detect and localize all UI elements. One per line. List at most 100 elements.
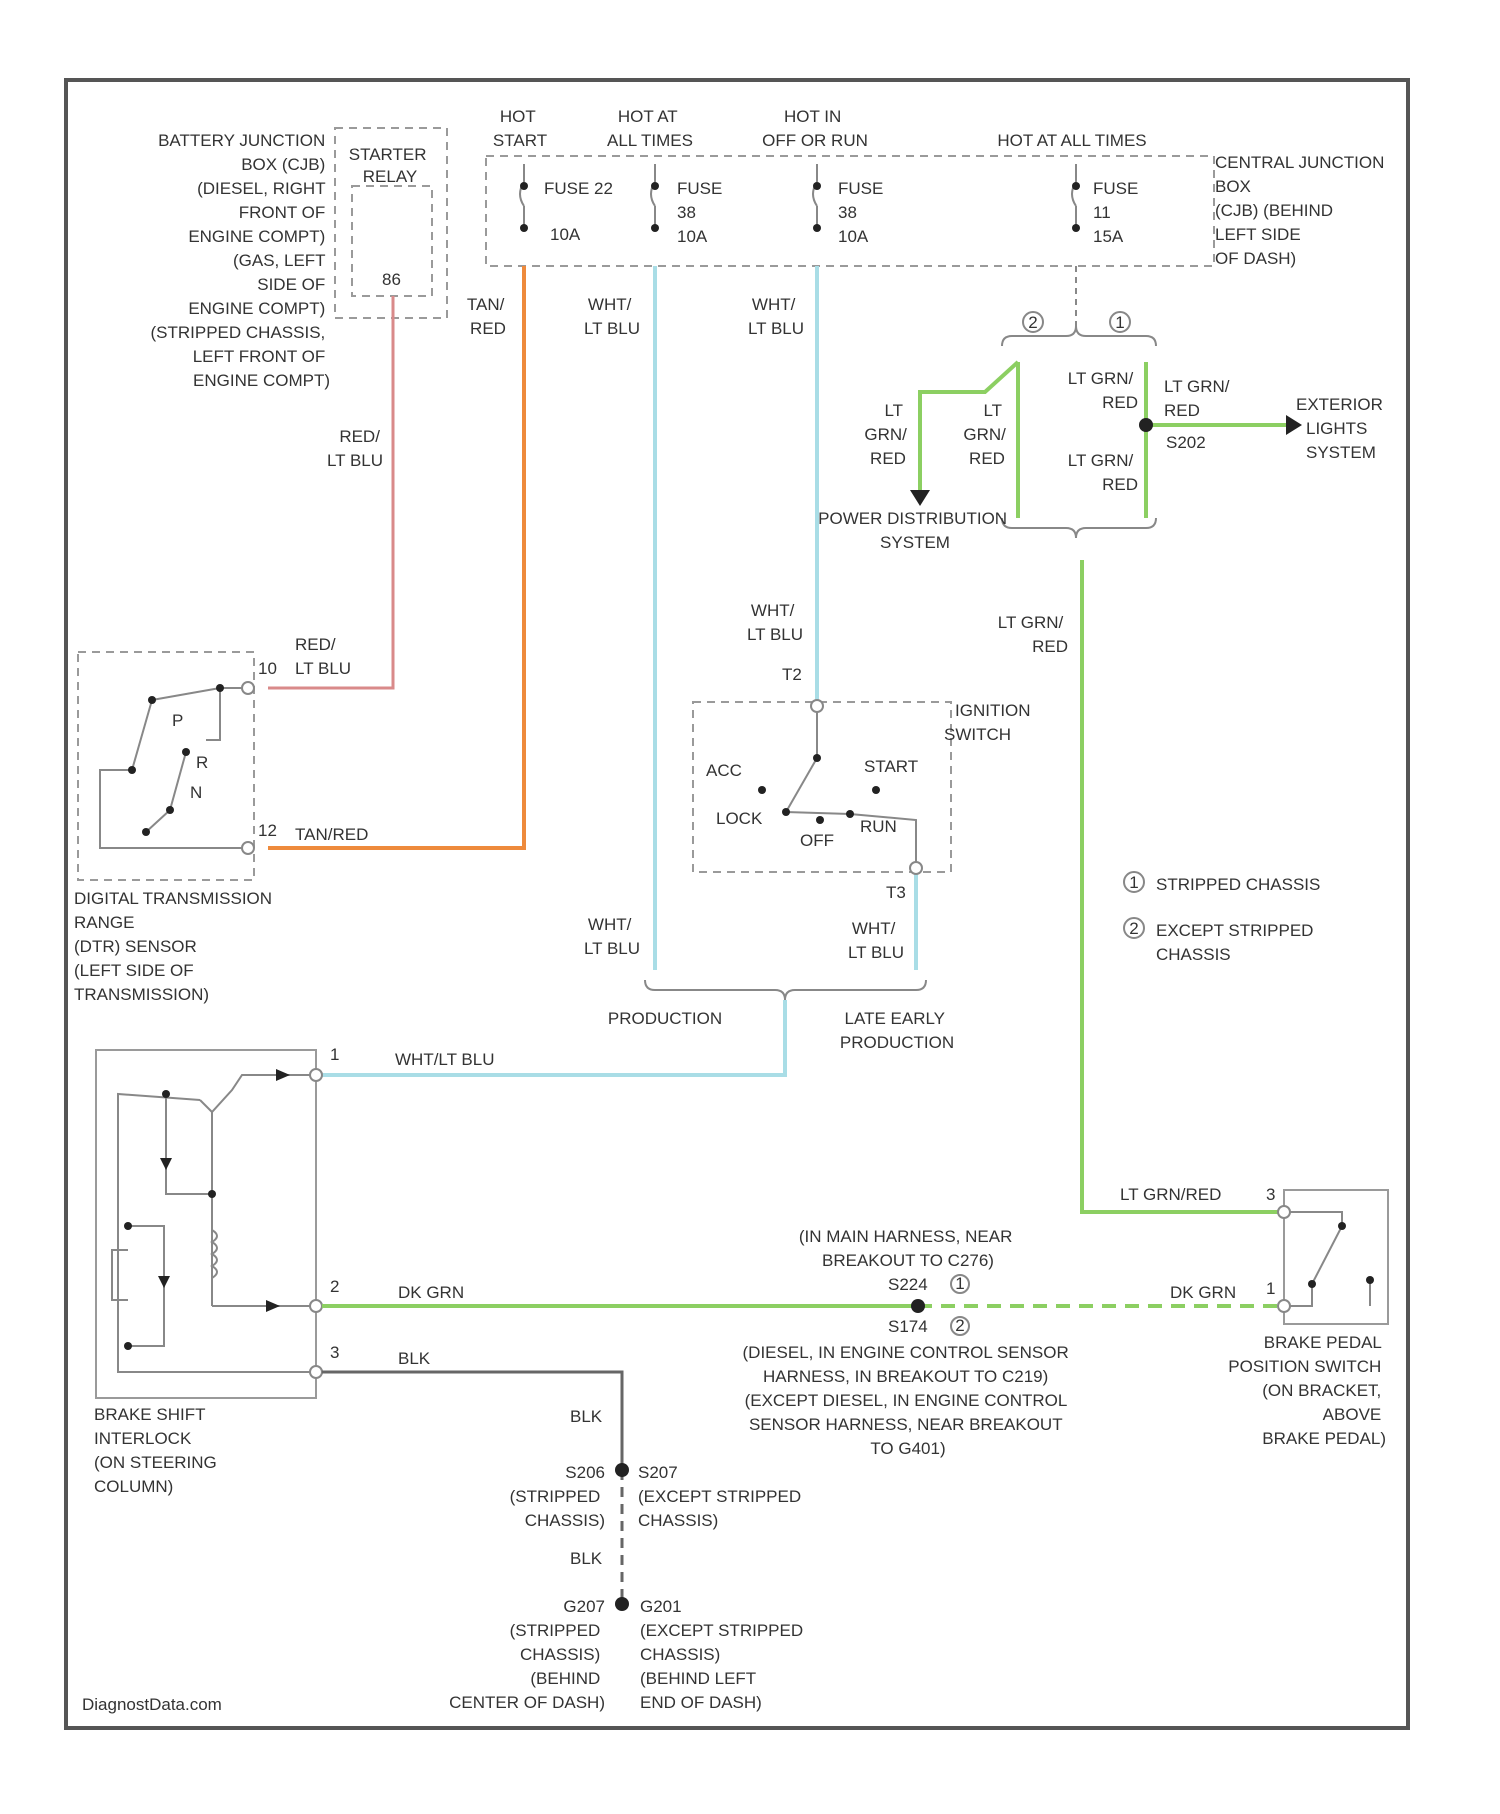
label-s202: S202: [1166, 433, 1206, 452]
ignition-switch-contacts: [758, 712, 916, 862]
label-wht-lt-blu-b: WHT/ LT BLU: [748, 295, 804, 338]
s206-note: (STRIPPED CHASSIS): [510, 1487, 605, 1530]
dtr-switch-contacts: P R N: [100, 684, 242, 848]
label-wht-lt-blu-c: WHT/ LT BLU: [747, 601, 803, 644]
ignition-pin-t3: [910, 862, 922, 874]
label-dk-grn-b: DK GRN: [1170, 1283, 1236, 1302]
ignition-lock-label: LOCK: [716, 809, 763, 828]
hot-at-all-times-label-1: HOT AT ALL TIMES: [607, 107, 693, 150]
label-lt-grn-red-3: LT GRN/ RED: [1068, 369, 1138, 412]
power-distribution-label: POWER DISTRIBUTION SYSTEM: [818, 509, 1012, 552]
dtr-pin-10-label: 10: [258, 659, 277, 678]
g201-note: (EXCEPT STRIPPED CHASSIS) (BEHIND LEFT E…: [640, 1621, 808, 1712]
label-lt-grn-red-4: LT GRN/ RED: [1068, 451, 1138, 494]
label-g201: G201: [640, 1597, 682, 1616]
starter-relay-label: STARTER RELAY: [349, 145, 432, 186]
interlock-pin-1-label: 1: [330, 1045, 339, 1064]
dtr-pin-10: [242, 682, 254, 694]
brake-pedal-pin-3-label: 3: [1266, 1185, 1275, 1204]
central-junction-box-label: CENTRAL JUNCTION BOX (CJB) (BEHIND LEFT …: [1215, 153, 1389, 268]
s174-note: (DIESEL, IN ENGINE CONTROL SENSOR HARNES…: [743, 1343, 1074, 1458]
s224-marker-label: 1: [955, 1274, 964, 1293]
exterior-lights-arrow: [1286, 415, 1302, 435]
ignition-pin-t2-label: T2: [782, 665, 802, 684]
ignition-switch-label: IGNITION SWITCH: [944, 701, 1035, 744]
production-brace: [645, 980, 926, 1000]
svg-text:N: N: [190, 783, 202, 802]
ground-g207-g201: [615, 1597, 629, 1611]
svg-text:10A: 10A: [677, 227, 708, 246]
fuse-38-a: FUSE 38 10A: [651, 164, 722, 246]
interlock-internal-circuit: [112, 1069, 310, 1372]
svg-text:FUSE: FUSE: [677, 179, 722, 198]
svg-text:38: 38: [838, 203, 857, 222]
svg-text:P: P: [172, 711, 183, 730]
svg-text:10A: 10A: [550, 225, 581, 244]
label-dk-grn-a: DK GRN: [398, 1283, 464, 1302]
interlock-pin-3-label: 3: [330, 1343, 339, 1362]
watermark: DiagnostData.com: [82, 1695, 222, 1714]
ignition-run-label: RUN: [860, 817, 897, 836]
svg-text:10A: 10A: [838, 227, 869, 246]
dtr-sensor-label: DIGITAL TRANSMISSION RANGE (DTR) SENSOR …: [74, 889, 277, 1004]
interlock-pin-2: [310, 1300, 322, 1312]
label-s206: S206: [565, 1463, 605, 1482]
label-g207: G207: [563, 1597, 605, 1616]
splice-s206-s207: [615, 1463, 629, 1477]
dtr-pin-12-label: 12: [258, 821, 277, 840]
g207-note: (STRIPPED CHASSIS) (BEHIND CENTER OF DAS…: [449, 1621, 605, 1712]
pds-brace: [1002, 518, 1156, 538]
late-early-production-label: LATE EARLY PRODUCTION: [840, 1009, 954, 1052]
dtr-pin-12: [242, 842, 254, 854]
label-red-lt-blu-a: RED/ LT BLU: [327, 427, 385, 470]
splice-s224-s174: [911, 1299, 925, 1313]
label-tan-red: TAN/ RED: [467, 295, 509, 338]
ignition-off-label: OFF: [800, 831, 834, 850]
svg-text:38: 38: [677, 203, 696, 222]
ignition-start-label: START: [864, 757, 918, 776]
svg-text:11: 11: [1093, 203, 1111, 222]
dtr-sensor-box: [78, 652, 254, 880]
label-lt-grn-red-6: LT GRN/ RED: [998, 613, 1068, 656]
interlock-pin-3: [310, 1366, 322, 1378]
brake-pedal-switch-contacts: [1290, 1212, 1374, 1306]
fuse-38-b: FUSE 38 10A: [813, 164, 883, 246]
label-wht-lt-blu-inline: WHT/LT BLU: [395, 1050, 495, 1069]
connector-marker-1-label: 1: [1115, 313, 1124, 332]
svg-text:FUSE: FUSE: [838, 179, 883, 198]
svg-text:1: 1: [1129, 873, 1138, 892]
label-blk-a: BLK: [398, 1349, 431, 1368]
relay-pin-86: 86: [382, 270, 401, 289]
ignition-acc-label: ACC: [706, 761, 742, 780]
svg-text:R: R: [196, 753, 208, 772]
label-wht-lt-blu-d: WHT/ LT BLU: [584, 915, 640, 958]
hot-in-off-or-run-label: HOT IN OFF OR RUN: [762, 107, 868, 150]
exterior-lights-label: EXTERIOR LIGHTS SYSTEM: [1296, 395, 1388, 462]
hot-at-all-times-label-2: HOT AT ALL TIMES: [997, 131, 1146, 150]
brake-pedal-switch-label: BRAKE PEDAL POSITION SWITCH (ON BRACKET,…: [1228, 1333, 1386, 1448]
interlock-pin-1: [310, 1069, 322, 1081]
fuse-22: FUSE 22 10A: [520, 164, 613, 244]
hot-start-label: HOT START: [493, 107, 547, 150]
brake-pedal-pin-1-label: 1: [1266, 1279, 1275, 1298]
s224-note: (IN MAIN HARNESS, NEAR BREAKOUT TO C276): [799, 1227, 1017, 1270]
label-s224: S224: [888, 1275, 928, 1294]
label-wht-lt-blu-e: WHT/ LT BLU: [848, 919, 904, 962]
label-red-lt-blu-b: RED/ LT BLU: [295, 635, 351, 678]
label-tan-red-inline: TAN/RED: [295, 825, 368, 844]
battery-junction-box-label: BATTERY JUNCTION BOX (CJB) (DIESEL, RIGH…: [151, 131, 331, 390]
legend-text-2: EXCEPT STRIPPED CHASSIS: [1156, 921, 1318, 964]
brake-pedal-pin-3: [1278, 1206, 1290, 1218]
legend: 1 STRIPPED CHASSIS 2 EXCEPT STRIPPED CHA…: [1124, 872, 1320, 964]
svg-text:FUSE 22: FUSE 22: [544, 179, 613, 198]
label-s174: S174: [888, 1317, 928, 1336]
s207-note: (EXCEPT STRIPPED CHASSIS): [638, 1487, 806, 1530]
s174-marker-label: 2: [955, 1316, 964, 1335]
brake-pedal-switch-box: [1284, 1190, 1388, 1324]
power-distribution-arrow: [910, 490, 930, 506]
svg-text:15A: 15A: [1093, 227, 1124, 246]
ignition-pin-t3-label: T3: [886, 883, 906, 902]
legend-text-1: STRIPPED CHASSIS: [1156, 875, 1320, 894]
production-label: PRODUCTION: [608, 1009, 722, 1028]
